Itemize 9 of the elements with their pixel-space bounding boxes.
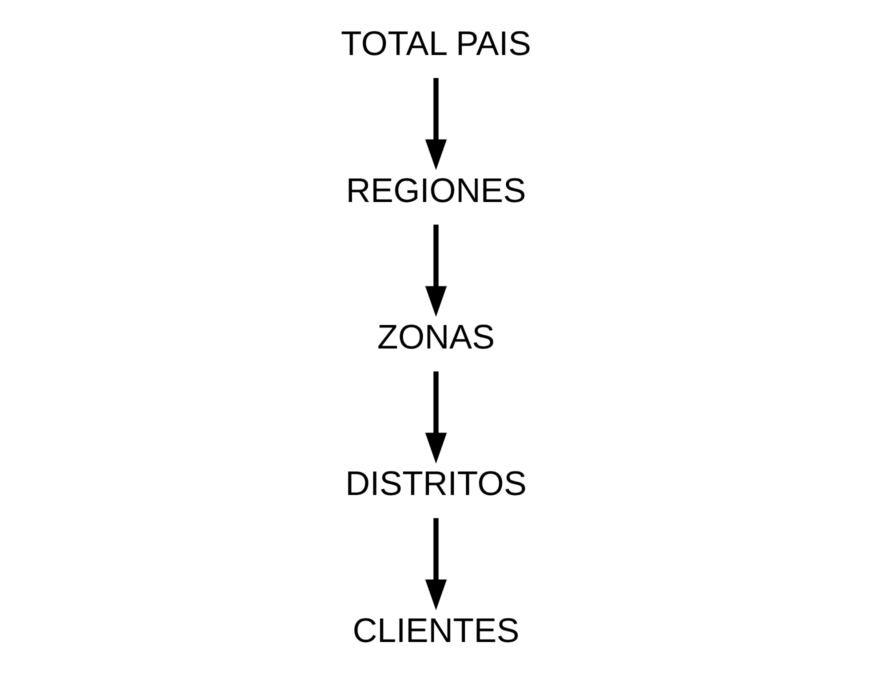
arrow [424, 78, 446, 170]
arrow [424, 371, 446, 464]
node-text: CLIENTES [352, 612, 519, 650]
arrow [424, 518, 446, 610]
node-text: REGIONES [345, 172, 526, 210]
node-text: DISTRITOS [344, 465, 526, 504]
arrow [424, 224, 446, 317]
node-text: TOTAL PAIS [340, 25, 531, 64]
node-text: ZONAS [376, 318, 494, 357]
